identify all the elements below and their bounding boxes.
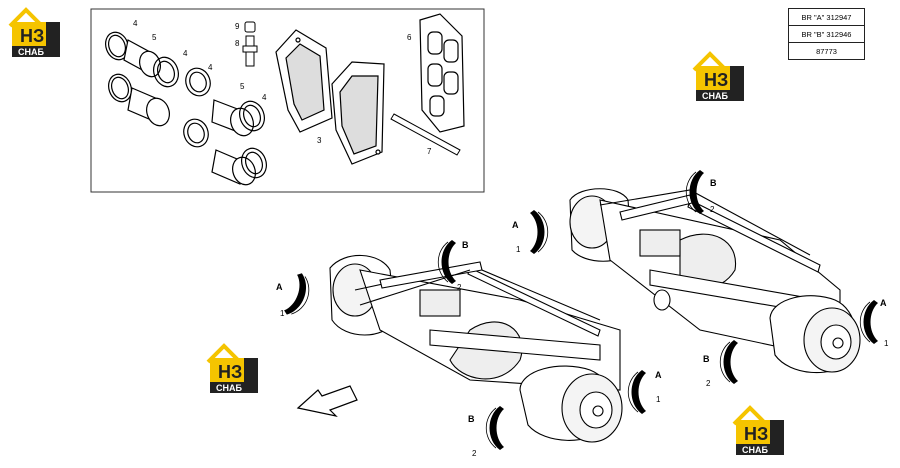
piston bbox=[123, 39, 161, 78]
callout-wheel-b-front: B 2 bbox=[468, 405, 505, 458]
label-seal-b: 4 bbox=[183, 49, 188, 58]
svg-text:A: A bbox=[655, 370, 662, 380]
reference-table: BR "A" 312947 BR "B" 312946 87773 bbox=[788, 8, 865, 60]
svg-text:СНАБ: СНАБ bbox=[742, 445, 768, 455]
reference-row: 87773 bbox=[788, 42, 865, 60]
svg-text:1: 1 bbox=[280, 309, 285, 318]
svg-text:A: A bbox=[880, 298, 887, 308]
piston bbox=[127, 87, 170, 127]
svg-text:B: B bbox=[468, 414, 475, 424]
callout-front-b: B 2 bbox=[437, 239, 469, 292]
callout-rear-b: B 2 bbox=[685, 169, 717, 215]
label-seal-a: 4 bbox=[133, 19, 138, 28]
inset-panel: 4 5 4 4 5 4 9 8 3 6 7 bbox=[90, 8, 485, 193]
label-seal-c: 4 bbox=[262, 93, 267, 102]
label-bleed-cap: 9 bbox=[235, 22, 240, 31]
label-bleed-screw: 8 bbox=[235, 39, 240, 48]
label-piston-b: 5 bbox=[240, 82, 245, 91]
svg-text:2: 2 bbox=[706, 379, 711, 388]
front-axle-assembly bbox=[329, 254, 623, 443]
brake-pad bbox=[331, 61, 385, 165]
svg-text:СНАБ: СНАБ bbox=[18, 47, 44, 57]
reference-row: BR "A" 312947 bbox=[788, 8, 865, 26]
label-piston-a: 5 bbox=[152, 33, 157, 42]
svg-text:1: 1 bbox=[656, 395, 661, 404]
direction-arrow bbox=[296, 385, 358, 418]
svg-text:СНАБ: СНАБ bbox=[702, 91, 728, 101]
seal-ring bbox=[239, 100, 267, 179]
svg-text:2: 2 bbox=[710, 205, 715, 214]
svg-text:A: A bbox=[512, 220, 519, 230]
svg-text:B: B bbox=[710, 178, 717, 188]
svg-text:1: 1 bbox=[884, 339, 889, 348]
reference-row: BR "B" 312946 bbox=[788, 25, 865, 43]
watermark-logo: НЗ СНАБ bbox=[732, 406, 786, 457]
callout-front-a: A 1 bbox=[276, 271, 316, 320]
label-pad: 3 bbox=[317, 136, 322, 145]
brake-pad bbox=[275, 29, 333, 133]
svg-text:НЗ: НЗ bbox=[20, 26, 44, 46]
callout-wheel-a-rear: A 1 bbox=[859, 298, 889, 348]
label-ring-b: 4 bbox=[208, 63, 213, 72]
seal-ring bbox=[183, 67, 211, 148]
callout-wheel-a-front: A 1 bbox=[627, 369, 662, 415]
bleed-screw bbox=[242, 21, 258, 67]
svg-text:B: B bbox=[703, 354, 710, 364]
svg-text:A: A bbox=[276, 282, 283, 292]
rear-axle-assembly bbox=[569, 188, 861, 374]
svg-text:НЗ: НЗ bbox=[744, 424, 768, 444]
seal-ring bbox=[108, 56, 179, 103]
svg-text:НЗ: НЗ bbox=[704, 70, 728, 90]
watermark-logo: НЗ СНАБ bbox=[206, 344, 260, 395]
shim-plate bbox=[419, 13, 465, 133]
svg-text:2: 2 bbox=[457, 283, 462, 292]
watermark-logo: НЗ СНАБ bbox=[8, 8, 62, 59]
svg-text:2: 2 bbox=[472, 449, 477, 458]
label-pin: 7 bbox=[427, 147, 432, 156]
watermark-logo: НЗ СНАБ bbox=[692, 52, 746, 103]
svg-text:СНАБ: СНАБ bbox=[216, 383, 242, 393]
guide-pin bbox=[390, 113, 461, 156]
label-shim: 6 bbox=[407, 33, 412, 42]
callout-rear-a: A 1 bbox=[512, 209, 549, 255]
svg-text:B: B bbox=[462, 240, 469, 250]
svg-text:НЗ: НЗ bbox=[218, 362, 242, 382]
callout-wheel-b-rear: B 2 bbox=[703, 339, 739, 388]
svg-text:1: 1 bbox=[516, 245, 521, 254]
